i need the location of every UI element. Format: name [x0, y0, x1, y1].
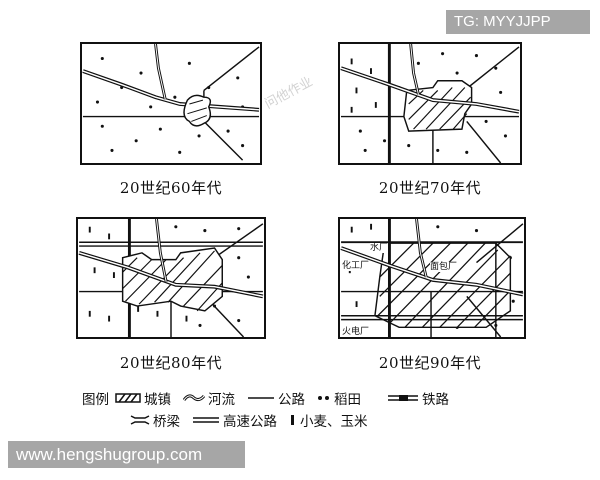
label-chemical-plant: 化工厂: [342, 261, 370, 271]
road-icon: [248, 397, 274, 399]
legend-label: 河流: [208, 392, 235, 408]
legend-item-road: 公路: [247, 388, 305, 408]
watermark-url: www.hengshugroup.com: [8, 441, 245, 468]
legend-item-highway: 高速公路: [192, 410, 277, 430]
legend-item-river: 河流: [183, 388, 235, 408]
watermark-center: 问他作业: [262, 74, 316, 113]
legend-title: 图例: [82, 392, 109, 408]
legend-label: 桥梁: [153, 414, 180, 430]
map-1980s-drawing: [78, 219, 264, 337]
watermark-tg: TG: MYYJJPP: [446, 10, 590, 34]
legend-row-2: 桥梁 高速公路 小麦、玉米: [82, 409, 542, 431]
legend-item-railway: 铁路: [387, 388, 449, 408]
legend-label: 铁路: [422, 392, 449, 408]
label-power-plant: 火电厂: [342, 327, 370, 337]
railway-icon: [388, 395, 418, 401]
hatched-box-icon: [115, 393, 141, 403]
legend-label: 公路: [278, 392, 305, 408]
legend-item-town: 城镇: [115, 388, 171, 408]
rice-paddy-icon: [318, 396, 329, 400]
caption-1990s: 20世纪90年代: [378, 354, 482, 372]
legend-label: 高速公路: [223, 414, 277, 430]
bridge-icon: [130, 415, 150, 425]
legend-item-wheat-corn: 小麦、玉米: [289, 410, 368, 430]
map-1960s-drawing: [82, 44, 260, 161]
map-1990s: 水厂 化工厂 面包厂 火电厂: [338, 217, 526, 339]
map-1990s-drawing: [340, 219, 524, 337]
legend-row-1: 图例 城镇 河流 公路 稻田 铁路: [82, 387, 542, 409]
legend-label: 小麦、玉米: [300, 414, 368, 430]
label-bakery: 面包厂: [430, 262, 458, 272]
map-1970s: [338, 42, 522, 165]
legend: 图例 城镇 河流 公路 稻田 铁路 桥梁 高速公路: [82, 387, 542, 431]
map-1960s: [80, 42, 262, 165]
label-water-plant: 水厂: [370, 243, 389, 253]
legend-item-rice: 稻田: [317, 388, 361, 408]
wheat-corn-icon: [291, 415, 294, 425]
caption-1960s: 20世纪60年代: [119, 179, 223, 197]
caption-1980s: 20世纪80年代: [119, 354, 223, 372]
map-1980s: [76, 217, 266, 339]
legend-label: 稻田: [334, 392, 361, 408]
legend-label: 城镇: [144, 392, 171, 408]
map-1970s-drawing: [340, 44, 520, 163]
caption-1970s: 20世纪70年代: [378, 179, 482, 197]
river-icon: [183, 394, 205, 402]
highway-icon: [193, 417, 219, 423]
legend-item-bridge: 桥梁: [130, 410, 180, 430]
